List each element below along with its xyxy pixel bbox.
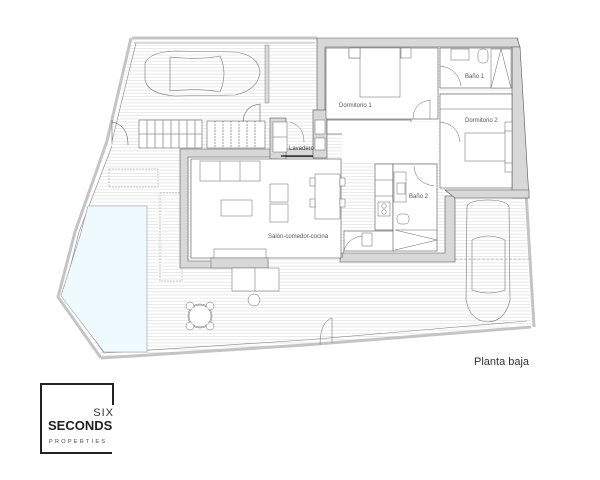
label-dormitorio-1: Dormitorio 1 [339,103,372,109]
label-dormitorio-2: Dormitorio 2 [465,118,498,124]
logo-frame [40,383,114,454]
bedroom-2-bed [439,108,513,173]
car-top-left [144,50,261,97]
bano-1-fixtures [439,48,512,89]
kitchen-fixtures [361,179,393,247]
lavadero-fixtures [272,119,326,157]
terrace-furniture [185,267,280,331]
plan-caption: Planta baja [474,356,530,368]
outdoor-table [108,168,159,188]
living-furniture [199,160,363,269]
stairs [138,103,266,149]
pool [60,205,148,353]
label-bano-1: Baño 1 [465,74,485,80]
logo-six-text: SIX [93,407,114,419]
bedroom-1-bed [348,47,431,120]
label-salon-comedor-cocina: Salón-comedor-cocina [268,234,329,240]
label-lavadero: Lavadero [289,146,315,152]
six-seconds-logo: SIX SECONDS PROPERTIES [40,383,114,454]
logo-properties-text: PROPERTIES [49,439,108,445]
bano-2-fixtures [393,165,438,251]
label-bano-2: Baño 2 [409,194,429,200]
car-right [465,199,511,323]
logo-seconds-text: SECONDS [48,418,113,433]
parking-divider-wall [264,44,270,104]
gate-left [111,120,129,146]
gate-bottom [319,317,333,346]
